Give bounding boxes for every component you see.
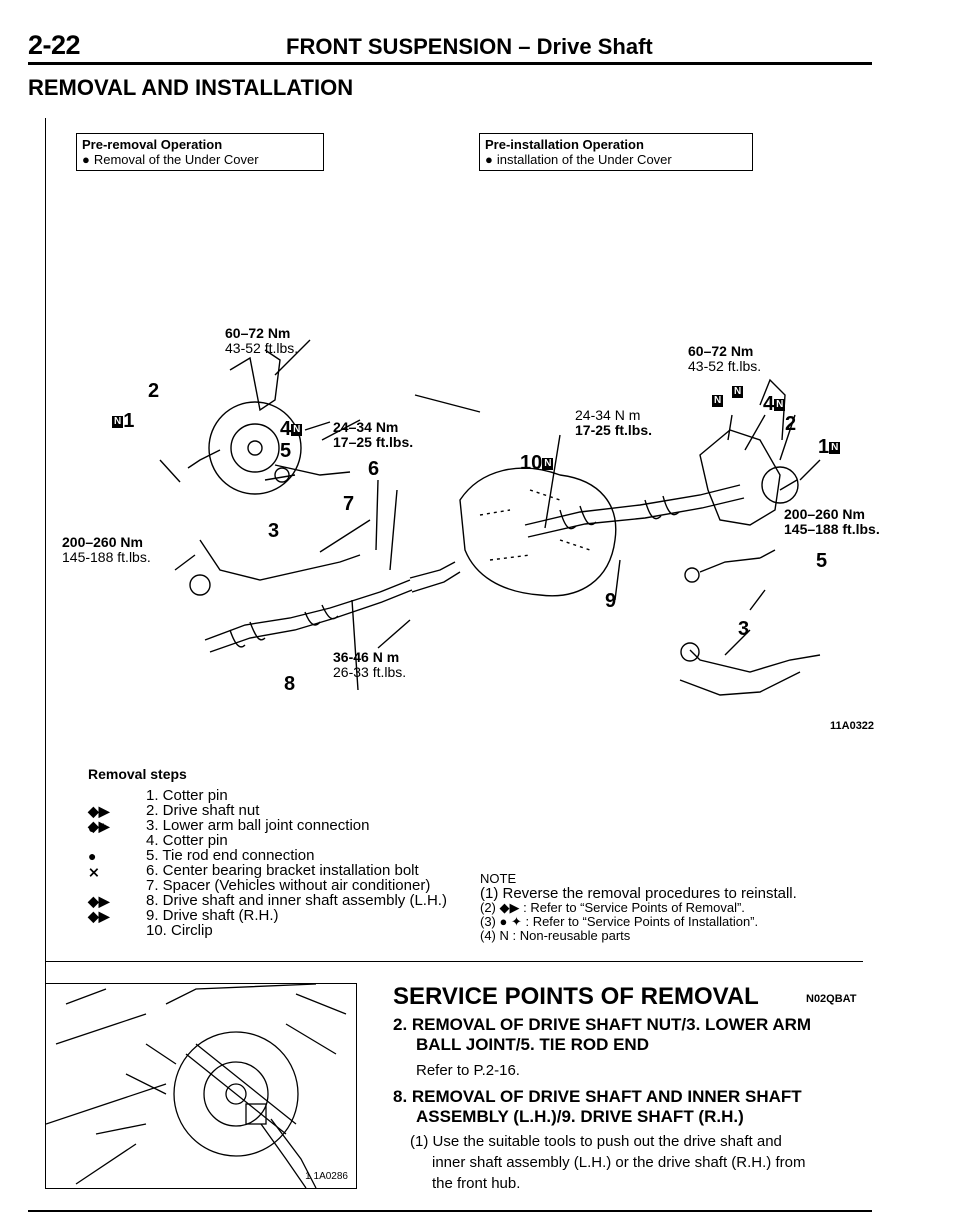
service-points-title: SERVICE POINTS OF REMOVAL <box>393 983 759 1010</box>
non-reusable-icon: N <box>732 385 744 398</box>
pre-removal-title: Pre-removal Operation <box>82 137 223 152</box>
removal-steps-title: Removal steps <box>88 766 187 782</box>
pre-installation-title: Pre-installation Operation <box>485 137 644 152</box>
footer-rule <box>28 1210 872 1212</box>
note-line: (3) ● ✦ : Refer to “Service Points of In… <box>480 914 759 929</box>
note-block: NOTE (1) Reverse the removal procedures … <box>480 872 797 943</box>
service-heading: 8. REMOVAL OF DRIVE SHAFT AND INNER SHAF… <box>393 1087 802 1106</box>
callout-number: 2 <box>148 380 160 402</box>
callout-number: 8 <box>284 673 296 695</box>
left-lower-arm <box>199 539 361 581</box>
note-line: (1) Reverse the removal procedures to re… <box>480 885 797 902</box>
bullet-icon: ● <box>485 152 493 167</box>
left-knuckle <box>229 349 281 412</box>
left-ball-joint <box>189 574 211 596</box>
service-text: Refer to P.2-16. <box>416 1062 520 1079</box>
frame-line <box>45 118 46 1188</box>
hub-puller-drawing <box>46 984 347 1188</box>
service-text: (1) Use the suitable tools to push out t… <box>410 1133 782 1150</box>
non-reusable-icon: N <box>112 415 124 428</box>
callout-number: 3 <box>268 520 280 542</box>
service-text: the front hub. <box>432 1175 521 1192</box>
service-heading: ASSEMBLY (L.H.)/9. DRIVE SHAFT (R.H.) <box>416 1107 744 1126</box>
pre-removal-box: Pre-removal Operation ●Removal of the Un… <box>76 133 324 171</box>
service-heading: 2. REMOVAL OF DRIVE SHAFT NUT/3. LOWER A… <box>393 1015 812 1034</box>
page-header-title: FRONT SUSPENSION – Drive Shaft <box>286 34 653 59</box>
section-title: REMOVAL AND INSTALLATION <box>28 75 354 100</box>
callout-number: 3 <box>738 618 750 640</box>
pre-installation-box: Pre-installation Operation ●installation… <box>479 133 753 171</box>
note-line: (2) ◆▶ : Refer to “Service Points of Rem… <box>480 900 745 915</box>
note-title: NOTE <box>480 871 517 886</box>
right-lower-arm <box>679 649 821 696</box>
pre-removal-item: Removal of the Under Cover <box>93 152 259 167</box>
service-heading: BALL JOINT/5. TIE ROD END <box>416 1035 649 1054</box>
non-reusable-icon: N <box>774 398 786 411</box>
note-line: (4) N : Non-reusable parts <box>480 928 631 943</box>
right-ball-joint <box>680 642 700 662</box>
non-reusable-icon: N <box>829 441 841 454</box>
non-reusable-icon: N <box>542 457 554 470</box>
pre-installation-item: installation of the Under Cover <box>496 152 672 167</box>
callout-number: 5 <box>816 550 828 572</box>
left-brake-disc <box>208 401 302 495</box>
service-illustration: 1 1A0286 <box>45 983 357 1189</box>
section-divider <box>45 961 863 962</box>
transaxle <box>459 467 617 597</box>
service-code: N02QBAT <box>806 993 857 1005</box>
bullet-icon: ● <box>82 152 90 167</box>
left-drive-shaft <box>204 579 411 641</box>
header-rule <box>28 62 872 65</box>
non-reusable-icon: N <box>712 394 724 407</box>
drive-shaft-exploded-diagram <box>159 339 821 696</box>
callout-number: 6 <box>368 458 380 480</box>
service-text: inner shaft assembly (L.H.) or the drive… <box>432 1154 806 1171</box>
right-knuckle <box>699 429 781 526</box>
callout-number: 5 <box>280 440 292 462</box>
left-hub <box>230 423 280 473</box>
callout-number: 9 <box>605 590 617 612</box>
page-number: 2-22 <box>28 30 81 60</box>
figure-code: 11A0322 <box>830 720 875 732</box>
figure-code: 1 1A0286 <box>305 1171 348 1182</box>
right-hub <box>761 466 799 504</box>
callout-number: 7 <box>343 493 355 515</box>
non-reusable-icon: N <box>291 423 303 436</box>
callout-number: 2 <box>785 413 797 435</box>
